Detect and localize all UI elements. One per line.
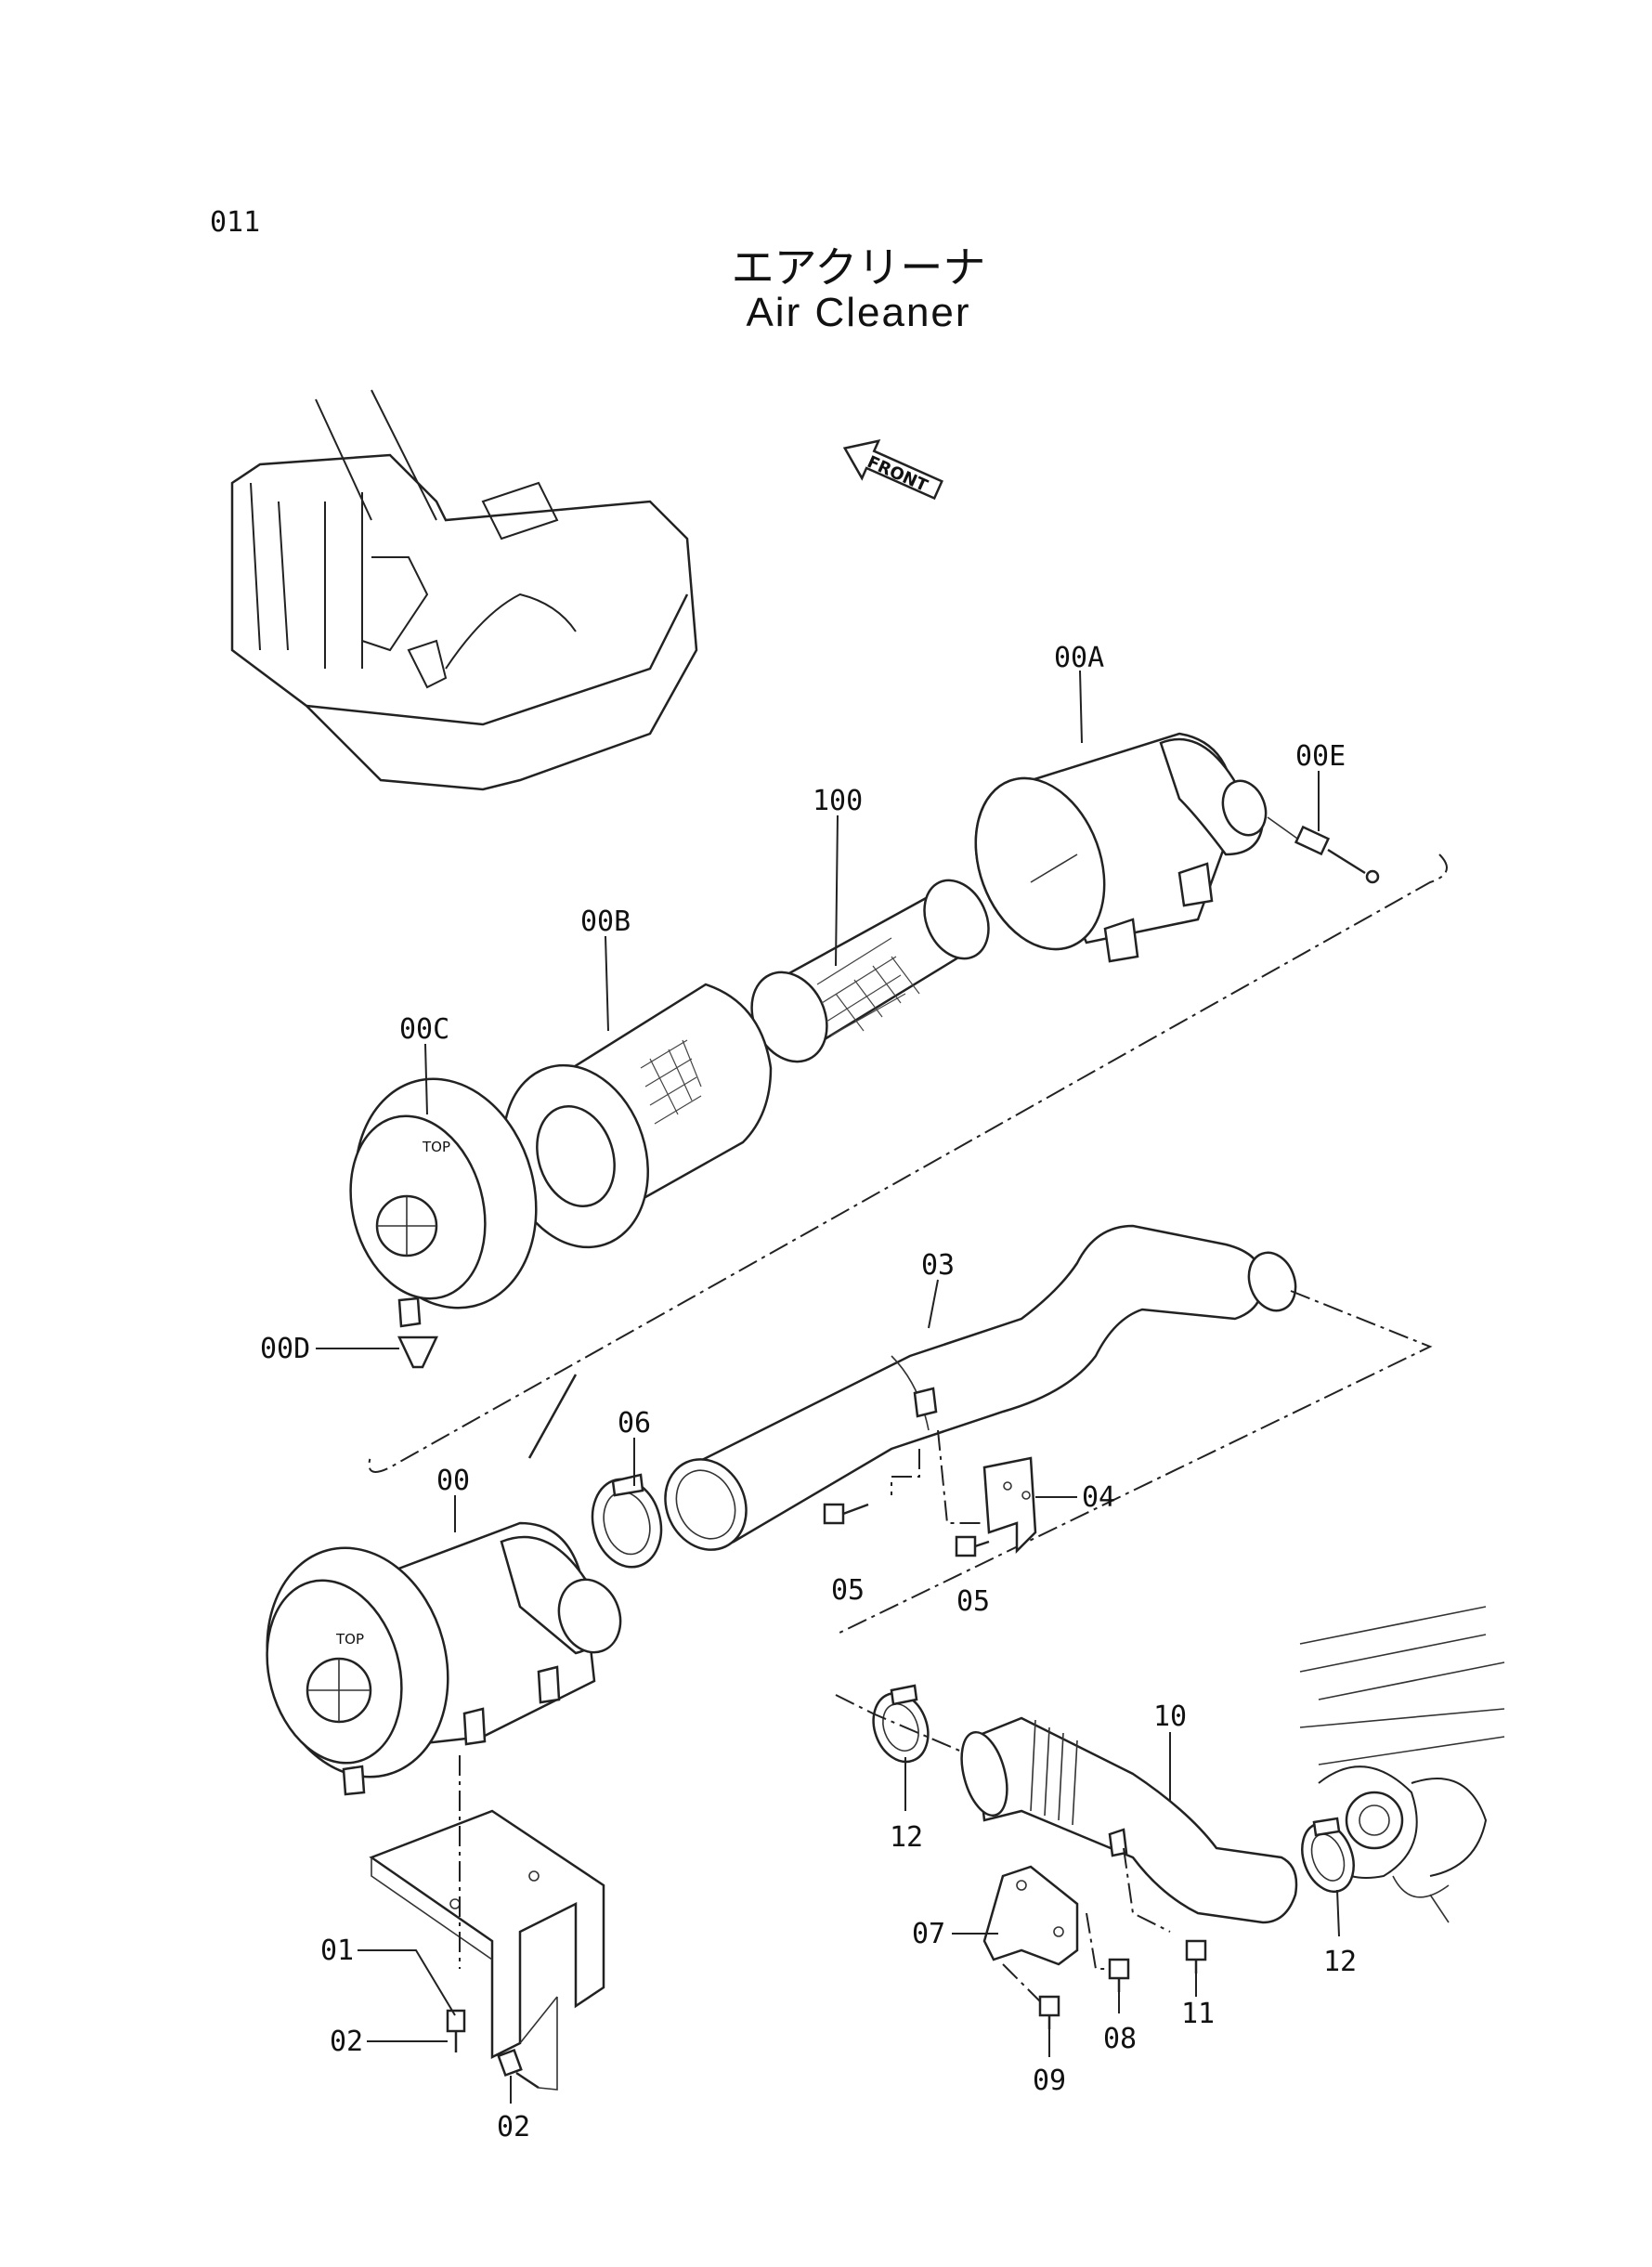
part-02-bolt-upper [446, 2009, 466, 2052]
callout-100: 100 [813, 785, 863, 817]
callout-10: 10 [1153, 1700, 1187, 1733]
callout-12-right: 12 [1323, 1946, 1357, 1978]
part-01-bracket [369, 1755, 605, 2060]
part-00d-evacuator-valve [397, 1335, 438, 1369]
callout-09: 09 [1033, 2065, 1066, 2097]
part-00-air-cleaner-assembly: TOP [266, 1521, 622, 1796]
part-00c-cover: TOP [349, 1077, 538, 1328]
callout-00b: 00B [580, 905, 631, 938]
callout-12-left: 12 [890, 1821, 923, 1854]
callout-04: 04 [1082, 1481, 1115, 1514]
excavator-overview-illustration [230, 389, 698, 791]
callout-06: 06 [618, 1407, 651, 1440]
callout-01: 01 [320, 1935, 354, 1967]
callout-00d: 00D [260, 1333, 310, 1365]
part-08-bolt [1108, 1958, 1130, 1992]
front-label: FRONT [865, 452, 931, 496]
part-05-bolt-right [955, 1535, 990, 1557]
callout-00a: 00A [1054, 642, 1104, 674]
part-04-bracket [891, 1429, 1037, 1555]
callout-00: 00 [436, 1465, 470, 1497]
part-06-hose-clamp [591, 1473, 663, 1569]
callout-00e: 00E [1295, 740, 1346, 773]
part-10-hose [960, 1716, 1298, 1924]
part-03-intake-hose [664, 1224, 1433, 1635]
title-english: Air Cleaner [746, 290, 971, 335]
callout-00c: 00C [399, 1013, 449, 1046]
top-mark-00c: TOP [422, 1139, 450, 1155]
title-japanese: エアクリーナ [731, 242, 986, 293]
part-00b-outer-element [502, 983, 773, 1249]
part-00a-housing [974, 732, 1268, 963]
top-mark-00: TOP [335, 1631, 364, 1648]
callout-08: 08 [1103, 2023, 1137, 2055]
part-12-clamp-left [835, 1684, 971, 1764]
part-02-bolt-lower [497, 1996, 558, 2091]
part-12-clamp-right [1301, 1817, 1355, 1894]
part-05-bolt-left [823, 1503, 869, 1525]
part-11-bolt [1185, 1939, 1207, 1974]
callout-02-lower: 02 [497, 2111, 530, 2143]
front-arrow-icon: FRONT [842, 438, 943, 501]
callout-05-right: 05 [956, 1585, 990, 1618]
callout-05-left: 05 [831, 1574, 865, 1607]
callout-07: 07 [912, 1918, 945, 1950]
callout-02-upper: 02 [330, 2026, 363, 2058]
callout-11: 11 [1181, 1998, 1215, 2030]
page-number: 011 [210, 206, 261, 239]
leader-lines [316, 670, 1340, 2104]
part-00e-restriction-indicator [1267, 816, 1380, 884]
part-09-bolt [1002, 1963, 1060, 2029]
callout-03: 03 [921, 1249, 955, 1282]
part-100-inner-element [750, 879, 990, 1063]
